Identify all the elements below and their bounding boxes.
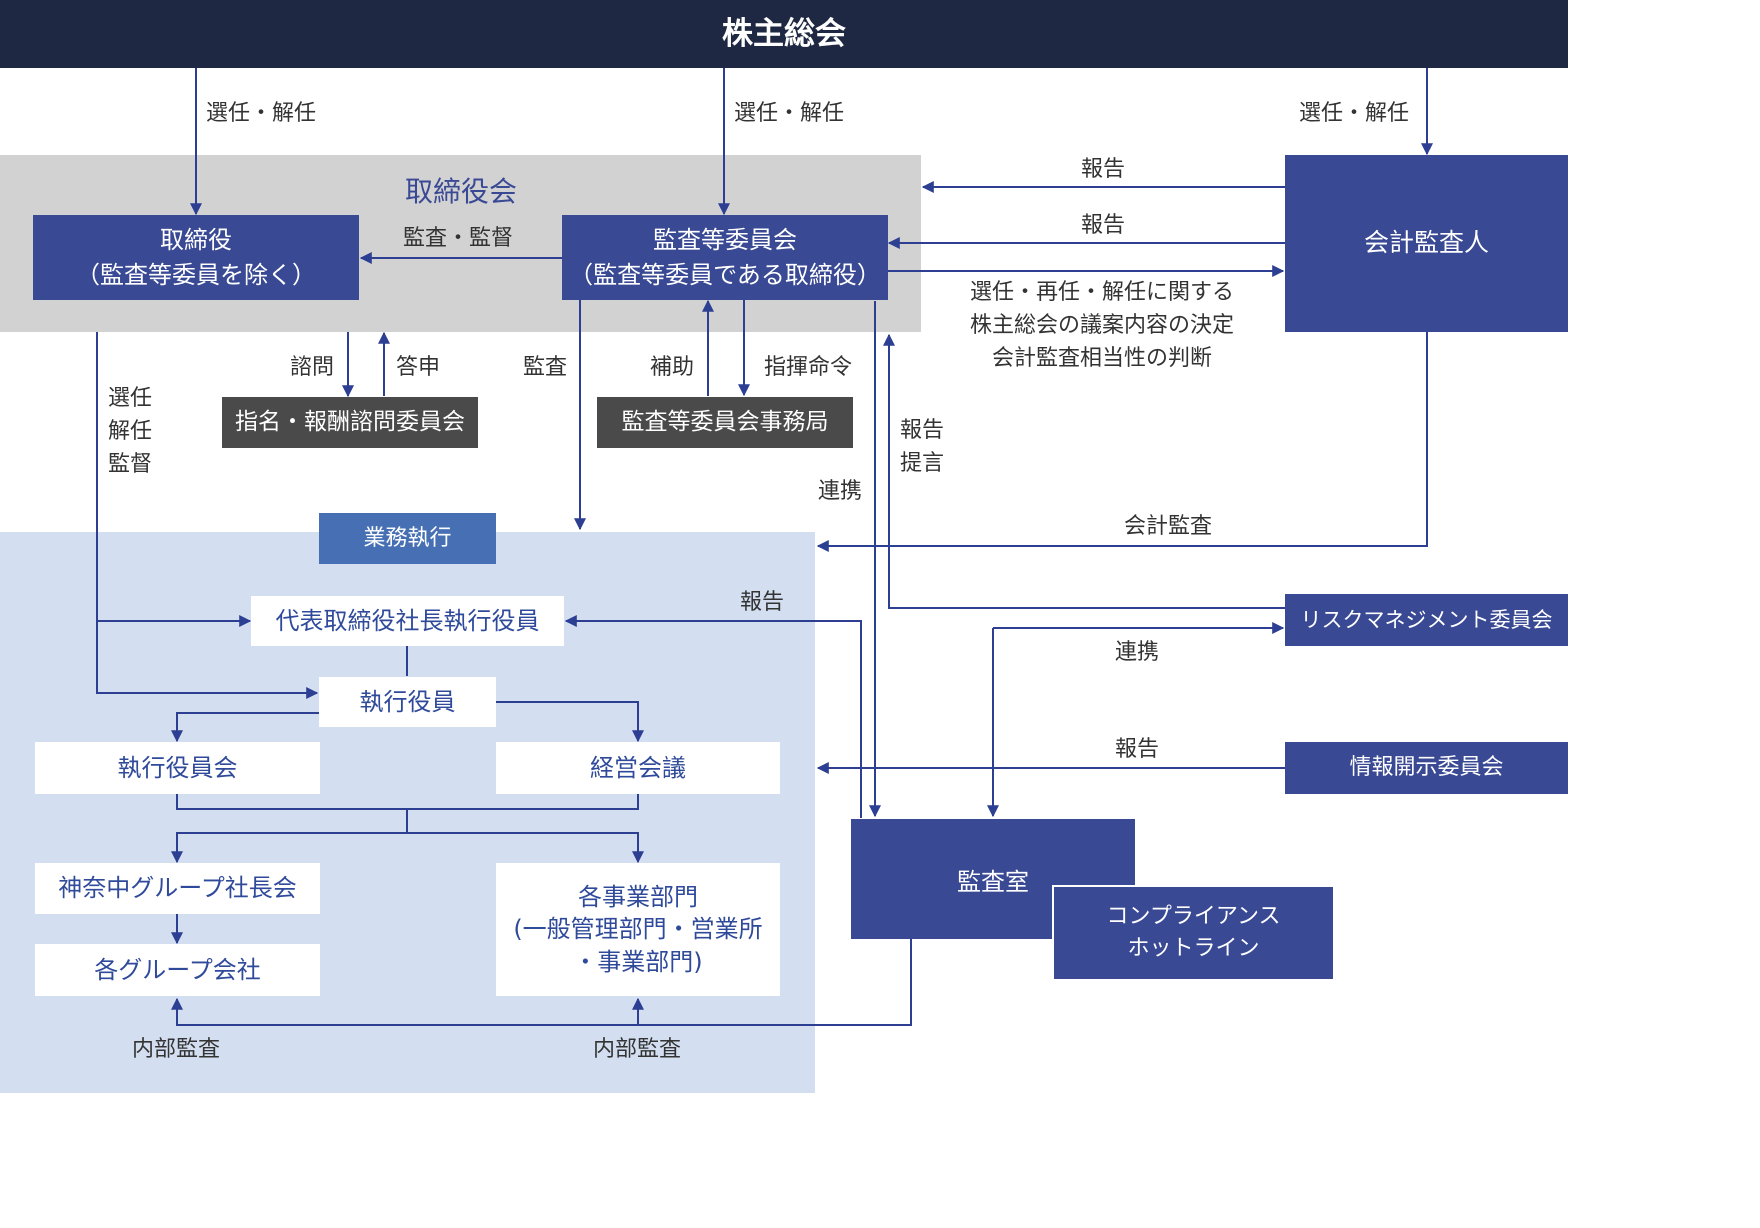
arrow-to-departments	[407, 832, 644, 864]
audit-committee-box: 監査等委員会 （監査等委員である取締役）	[562, 215, 888, 300]
label-cooperation-audit-office: 連携	[818, 479, 863, 504]
board-title: 取締役会	[404, 175, 517, 208]
label-elect-dismiss-supervise: 選任 解任 監督	[108, 386, 153, 477]
departments-box: 各事業部門 (一般管理部門・営業所 ・事業部門)	[496, 863, 780, 996]
audit-secretariat-box: 監査等委員会事務局	[597, 397, 853, 448]
risk-committee-box: リスクマネジメント委員会	[1285, 594, 1568, 646]
group-presidents-box: 神奈中グループ社長会	[35, 863, 320, 914]
hotline-box: コンプライアンス ホットライン	[1052, 885, 1333, 979]
nomination-committee-box: 指名・報酬諮問委員会	[222, 397, 478, 448]
group-companies-box: 各グループ会社	[35, 944, 320, 996]
line-internal-audit	[171, 939, 912, 1026]
label-answer: 答申	[396, 355, 441, 380]
accounting-auditor-box: 会計監査人	[1285, 155, 1568, 332]
line-directors-down	[96, 332, 319, 699]
arrow-accounting-audit	[816, 332, 1428, 552]
business-execution-tag: 業務執行	[319, 513, 496, 564]
disclosure-committee-box: 情報開示委員会	[1285, 742, 1568, 794]
president-box: 代表取締役社長執行役員	[251, 596, 564, 646]
label-cooperation-risk: 連携	[1115, 640, 1160, 665]
label-elect-reappoint: 選任・再任・解任に関する 株主総会の議案内容の決定 会計監査相当性の判断	[969, 280, 1234, 371]
label-internal-audit-right: 内部監査	[593, 1037, 682, 1062]
officers-committee-box: 執行役員会	[35, 742, 320, 794]
label-accounting-audit: 会計監査	[1124, 514, 1213, 539]
arrow-to-officers-committee	[171, 712, 319, 743]
label-report-disclosure: 報告	[1115, 737, 1160, 762]
label-report-president: 報告	[740, 590, 785, 615]
label-report-proposal: 報告 提言	[900, 418, 945, 476]
line-bracket	[176, 794, 639, 810]
label-elect-directors: 選任・解任	[206, 101, 317, 126]
label-assist: 補助	[650, 355, 695, 380]
label-command: 指揮命令	[764, 355, 853, 380]
shareholders-meeting-header: 株主総会	[0, 0, 1568, 68]
arrow-to-group-presidents	[171, 832, 407, 864]
line-risk-to-audit-committee	[883, 333, 1285, 609]
directors-box: 取締役 （監査等委員を除く）	[33, 215, 359, 300]
label-elect-audit-committee: 選任・解任	[734, 101, 845, 126]
label-report-board: 報告	[1081, 157, 1126, 182]
arrow-to-management-meeting	[496, 701, 644, 743]
audit-office-label: 監査室	[957, 868, 1029, 896]
label-internal-audit-left: 内部監査	[132, 1037, 221, 1062]
executive-officers-box: 執行役員	[319, 677, 496, 727]
label-elect-auditor: 選任・解任	[1299, 101, 1410, 126]
label-audit-supervise: 監査・監督	[403, 226, 514, 251]
label-audit: 監査	[523, 355, 568, 380]
label-consult: 諮問	[290, 355, 335, 380]
label-report-audit-committee: 報告	[1081, 213, 1126, 238]
arrow-report-president	[564, 615, 862, 818]
management-meeting-box: 経営会議	[496, 742, 780, 794]
